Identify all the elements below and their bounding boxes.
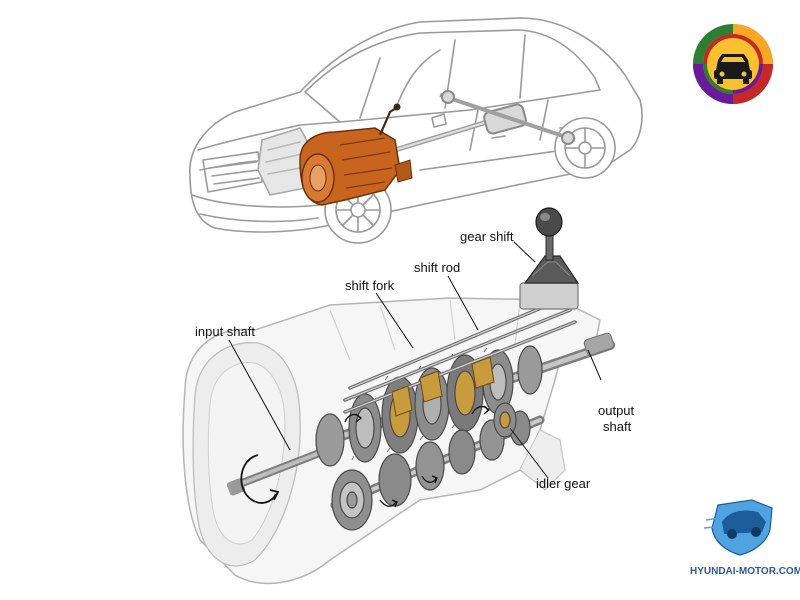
label-shift-fork: shift fork (345, 278, 395, 293)
car-transmission-highlight (299, 103, 413, 206)
label-shift-rod: shift rod (414, 260, 460, 275)
driveshaft (394, 90, 576, 153)
label-input-shaft: input shaft (195, 324, 255, 339)
shift-forks (391, 356, 495, 417)
hyundai-motor-watermark: HYUNDAI-MOTOR.COM.VN (690, 499, 800, 577)
label-idler-gear: idler gear (536, 476, 591, 491)
countershaft-gears (331, 410, 531, 531)
label-gear-shift: gear shift (460, 229, 514, 244)
shield-car-icon (703, 499, 773, 556)
watermark-text: HYUNDAI-MOTOR.COM.VN (690, 566, 800, 577)
leader-gear-shift (513, 241, 536, 263)
leader-input-shaft (228, 339, 291, 451)
leader-output-shaft (587, 349, 602, 381)
label-output-shaft-line1: output (598, 403, 635, 418)
gearbox-cutaway (182, 207, 615, 585)
label-output-shaft-line2: shaft (603, 419, 632, 434)
leader-shift-rod (447, 275, 479, 331)
leader-shift-fork (375, 292, 414, 349)
leader-lines (228, 241, 602, 479)
car-service-icon (693, 24, 773, 104)
leader-idler-gear (509, 427, 549, 479)
gear-shift-part (519, 207, 580, 310)
car-illustration (189, 17, 643, 244)
